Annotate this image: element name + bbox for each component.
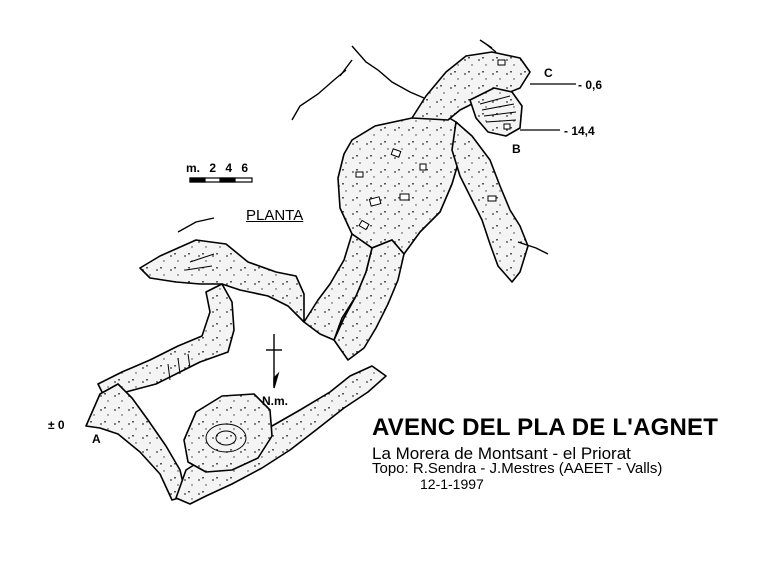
map-title: AVENC DEL PLA DE L'AGNET	[372, 414, 719, 441]
north-label: N.m.	[262, 394, 289, 408]
survey-date: 12-1-1997	[420, 476, 484, 492]
north-arrow	[266, 334, 282, 389]
cave-passages	[85, 51, 531, 505]
survey-credits: Topo: R.Sendra - J.Mestres (AAEET - Vall…	[372, 460, 663, 477]
sw-branch	[97, 283, 235, 397]
passage-to-c	[411, 51, 531, 121]
point-a-depth: ± 0	[48, 418, 65, 432]
right-passage	[451, 121, 529, 283]
lower-oval-chamber	[183, 393, 273, 473]
west-passage	[139, 239, 305, 323]
scale-bar	[189, 177, 253, 183]
view-label: PLANTA	[246, 207, 304, 224]
left-connection	[303, 233, 373, 341]
point-b-depth: - 14,4	[564, 124, 595, 138]
point-c-label: C	[544, 66, 553, 80]
depth-leaders	[520, 83, 576, 131]
point-c-depth: - 0,6	[578, 78, 603, 92]
entrance-gallery	[85, 383, 187, 501]
chamber-details	[167, 95, 517, 453]
rock-blocks	[355, 59, 511, 231]
point-a-label: A	[92, 432, 101, 446]
scale-label: m. 2 4 6	[186, 161, 249, 175]
upper-chamber	[337, 109, 463, 255]
point-b-label: B	[512, 142, 521, 156]
location-subtitle: La Morera de Montsant - el Priorat	[372, 444, 631, 463]
side-branches	[177, 39, 549, 255]
